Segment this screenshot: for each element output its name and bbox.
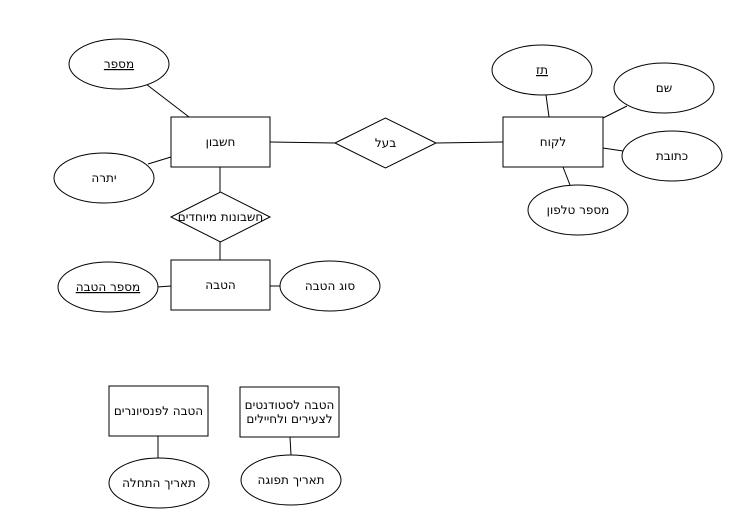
edge-student-expiry <box>289 436 292 456</box>
edge-customer-id <box>545 94 550 118</box>
attr-account-number[interactable]: מספר <box>68 38 170 90</box>
attr-benefit-type-label: סוג הטבה <box>305 279 355 293</box>
entity-student-benefit-label-line2: לצעירים ולחיילים <box>246 412 332 426</box>
attr-benefit-number-label: מספר הטבה <box>76 280 140 294</box>
entity-benefit-label: הטבה <box>205 278 235 292</box>
edge-benefit-number <box>156 285 172 288</box>
attr-benefit-number[interactable]: מספר הטבה <box>57 261 159 313</box>
attr-customer-id[interactable]: תז <box>491 44 593 96</box>
edge-account-owner <box>269 141 336 144</box>
entity-student-benefit-label-line1: הטבה לסטודנטים <box>245 398 335 412</box>
attr-start-date-label: תאריך התחלה <box>122 476 196 490</box>
entity-student-benefit[interactable]: הטבה לסטודנטים לצעירים ולחיילים <box>239 386 340 438</box>
attr-account-number-label: מספר <box>104 57 134 71</box>
attr-start-date[interactable]: תאריך התחלה <box>108 457 210 509</box>
attr-balance-label: יתרה <box>91 171 116 185</box>
entity-customer[interactable]: לקוח <box>502 116 604 168</box>
edge-account-number <box>145 83 190 118</box>
entity-pensioner-benefit-label: הטבה לפנסיונרים <box>114 404 203 418</box>
attr-balance[interactable]: יתרה <box>53 152 155 204</box>
entity-benefit[interactable]: הטבה <box>170 259 271 311</box>
edge-customer-phone <box>562 166 571 186</box>
attr-customer-name-label: שם <box>656 81 672 95</box>
entity-pensioner-benefit[interactable]: הטבה לפנסיונרים <box>108 385 209 437</box>
edge-owner-customer <box>435 141 504 144</box>
relationship-special-accounts[interactable]: חשבונות מיוחדים <box>169 191 272 243</box>
attr-customer-phone-label: מספר טלפון <box>547 203 610 217</box>
edge-account-balance <box>147 156 172 165</box>
entity-customer-label: לקוח <box>540 135 566 149</box>
attr-customer-address-label: כתובת <box>656 149 688 163</box>
edge-customer-address <box>602 147 624 152</box>
attr-expiry-date-label: תאריך תפוגה <box>257 473 324 487</box>
attr-customer-id-label: תז <box>536 63 548 77</box>
relationship-special-accounts-label: חשבונות מיוחדים <box>178 210 263 224</box>
edge-customer-name <box>602 105 628 119</box>
attr-customer-name[interactable]: שם <box>613 62 715 114</box>
connectors <box>145 83 628 458</box>
attr-expiry-date[interactable]: תאריך תפוגה <box>240 454 342 506</box>
attr-customer-phone[interactable]: מספר טלפון <box>527 184 629 236</box>
entity-account-label: חשבון <box>206 135 236 149</box>
entity-account[interactable]: חשבון <box>170 116 271 168</box>
relationship-owner[interactable]: בעל <box>333 117 438 169</box>
relationship-owner-label: בעל <box>375 136 396 150</box>
attr-benefit-type[interactable]: סוג הטבה <box>279 260 381 312</box>
attr-customer-address[interactable]: כתובת <box>621 130 723 182</box>
